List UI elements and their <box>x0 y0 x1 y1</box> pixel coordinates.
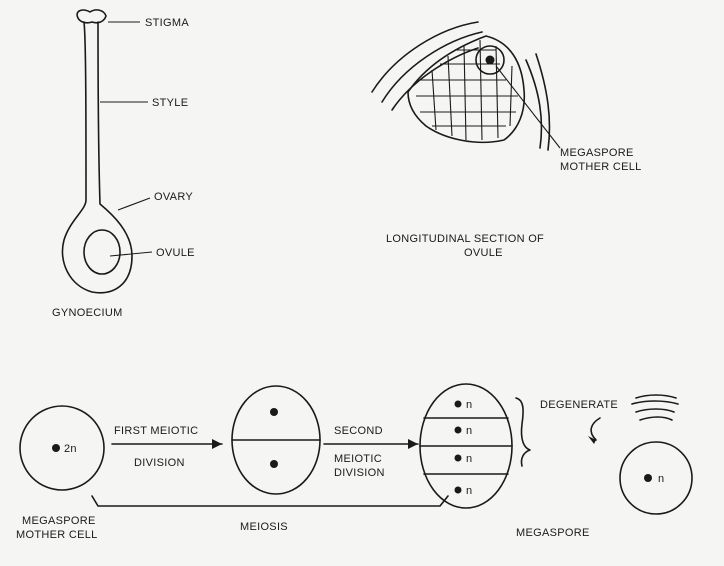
degenerate-arrowhead <box>588 436 596 444</box>
mmc-nucleus <box>485 55 495 65</box>
section-caption-2: OVULE <box>464 247 503 259</box>
style-label: STYLE <box>152 97 188 109</box>
tetrad-nucleus-3 <box>454 454 462 462</box>
style-and-ovary-outline <box>61 21 133 294</box>
dyad-nucleus-bottom <box>270 460 278 468</box>
first-division-label-2: DIVISION <box>134 457 185 469</box>
second-division-label-1: SECOND <box>334 425 383 437</box>
meiosis-label: MEIOSIS <box>240 521 288 533</box>
ovule-section-drawing <box>371 21 561 151</box>
tetrad-ploidy-3: n <box>466 453 472 465</box>
megaspore-bottom-label: MEGASPORE <box>516 527 590 539</box>
nucellus-outline <box>407 35 526 144</box>
nucellus-cells <box>416 39 518 141</box>
mmc-cell-nucleus <box>52 444 60 452</box>
second-division-label-3: DIVISION <box>334 467 385 479</box>
tetrad-ploidy-2: n <box>466 425 472 437</box>
section-mmc-label-2: MOTHER CELL <box>560 161 642 173</box>
degenerate-arrow <box>590 417 601 441</box>
mmc-bottom-label-2: MOTHER CELL <box>16 529 98 541</box>
section-mmc-label-1: MEGASPORE <box>560 147 634 159</box>
ovule-shape <box>83 229 121 275</box>
tetrad-nucleus-2 <box>454 426 462 434</box>
integument-2 <box>381 31 483 103</box>
ovule-label: OVULE <box>156 247 195 259</box>
first-division-label-1: FIRST MEIOTIC <box>114 425 198 437</box>
integument-4 <box>535 53 551 151</box>
megaspore-mother-cell-shape <box>475 45 505 75</box>
functional-megaspore-nucleus <box>644 474 652 482</box>
ovule-leader <box>109 251 153 257</box>
tetrad-ploidy-4: n <box>466 485 472 497</box>
tetrad-nucleus-1 <box>454 400 462 408</box>
dyad-nucleus-top <box>270 408 278 416</box>
second-division-label-2: MEIOTIC <box>334 453 382 465</box>
integument-3 <box>391 47 479 111</box>
degenerating-cells <box>631 394 679 421</box>
first-division-arrowhead <box>212 439 222 449</box>
ovary-leader <box>117 197 151 211</box>
tetrad-nucleus-4 <box>454 486 462 494</box>
ovary-label: OVARY <box>154 191 193 203</box>
integument-5 <box>525 59 543 149</box>
tetrad-ploidy-1: n <box>466 399 472 411</box>
degenerate-label: DEGENERATE <box>540 399 618 411</box>
stigma-label: STIGMA <box>145 17 189 29</box>
stigma-shape <box>76 9 107 24</box>
second-division-arrowhead <box>408 439 418 449</box>
meiosis-brace <box>91 495 449 507</box>
integument-1 <box>371 21 479 93</box>
gynoecium-drawing <box>61 9 153 294</box>
mmc-ploidy: 2n <box>64 443 77 455</box>
section-caption-1: LONGITUDINAL SECTION OF <box>386 233 544 245</box>
mmc-leader <box>495 65 561 149</box>
degenerate-bracket <box>515 397 531 467</box>
functional-megaspore-ploidy: n <box>658 473 664 485</box>
functional-megaspore-cell <box>619 441 693 515</box>
mmc-bottom-label-1: MEGASPORE <box>22 515 96 527</box>
mmc-cell <box>19 405 105 491</box>
gynoecium-title: GYNOECIUM <box>52 307 123 319</box>
